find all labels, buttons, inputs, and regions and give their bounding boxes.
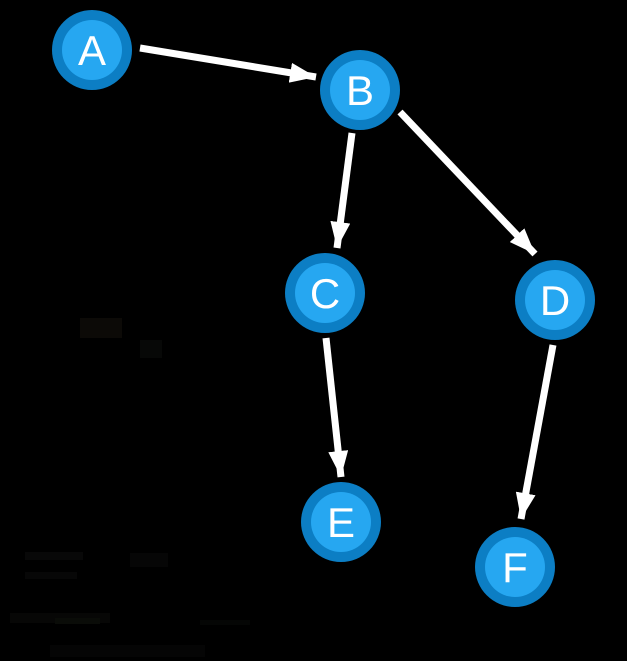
faint-artifact [50,645,205,657]
edge-C-E[interactable] [322,337,349,478]
graph-node-C[interactable]: C [285,253,365,333]
faint-artifact [80,318,122,338]
faint-artifact [200,620,250,625]
node-inner-fill [295,263,355,323]
graph-node-F[interactable]: F [475,527,555,607]
node-inner-fill [525,270,585,330]
graph-node-D[interactable]: D [515,260,595,340]
node-inner-fill [330,60,390,120]
edge-B-C[interactable] [330,132,356,249]
graph-node-B[interactable]: B [320,50,400,130]
edge-D-F[interactable] [515,344,557,520]
node-inner-fill [62,20,122,80]
node-inner-fill [311,492,371,552]
faint-artifact [55,618,100,624]
faint-artifact [130,553,168,567]
edge-A-B[interactable] [139,44,317,83]
graph-node-E[interactable]: E [301,482,381,562]
faint-artifact [25,572,77,579]
graph-node-A[interactable]: A [52,10,132,90]
faint-artifact [140,340,162,358]
edge-B-D[interactable] [397,109,538,257]
node-inner-fill [485,537,545,597]
faint-artifact [25,552,83,560]
